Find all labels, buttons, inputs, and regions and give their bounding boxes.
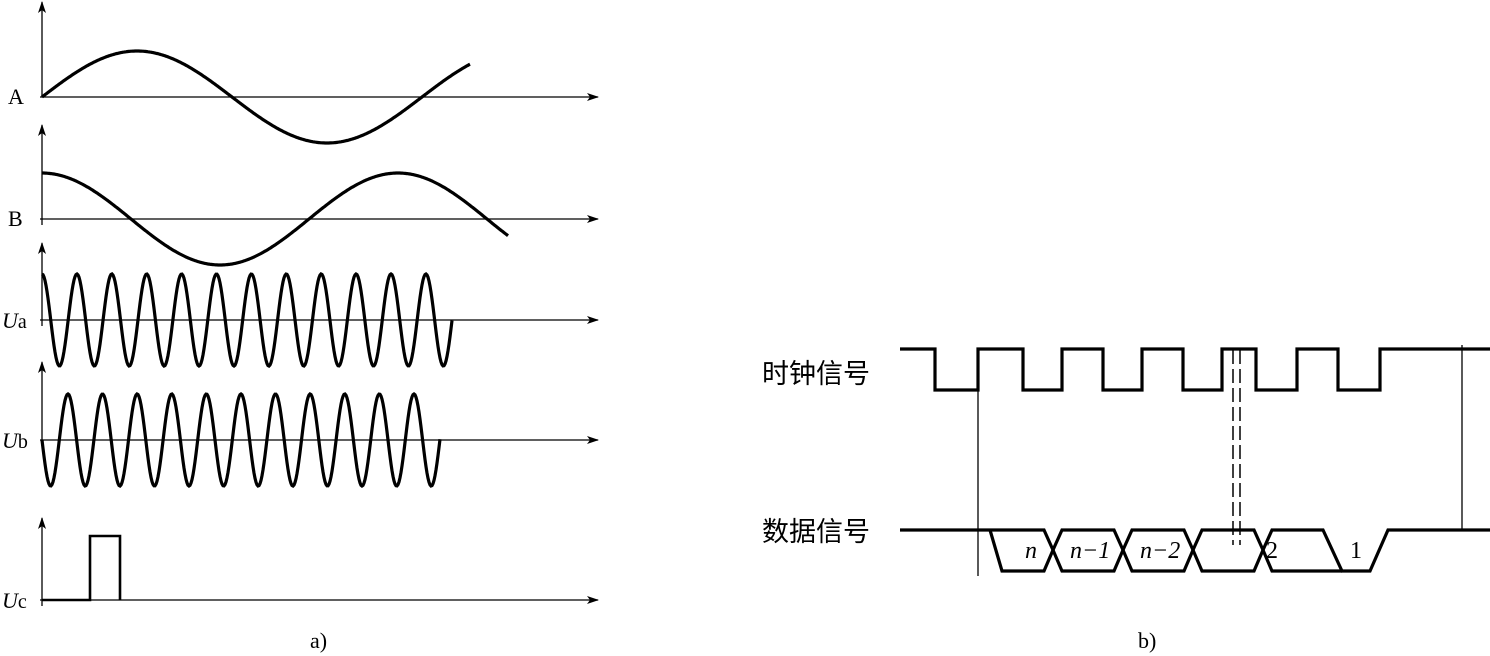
data-cell-1: 1	[1350, 538, 1362, 564]
clock-signal-label: 时钟信号	[762, 359, 870, 389]
panel-a-axes	[38, 1, 599, 606]
caption-b: b)	[1138, 628, 1156, 653]
signal-ub-waveform	[40, 392, 442, 488]
clock-waveform	[900, 347, 1490, 392]
signal-label-ub: Ub	[2, 428, 28, 453]
signal-ua-waveform	[41, 272, 454, 368]
signal-label-b: B	[8, 206, 23, 231]
data-bus-waveform	[900, 528, 1490, 573]
data-cell-n-1: n−1	[1070, 538, 1110, 564]
data-cell-2: 2	[1266, 538, 1278, 564]
panel-a-waveforms	[40, 49, 509, 602]
signal-a-waveform	[41, 49, 471, 145]
signal-label-uc: Uc	[2, 588, 27, 613]
caption-a: a)	[310, 628, 327, 653]
data-cell-n-2: n−2	[1140, 538, 1180, 564]
signal-uc-pulse	[42, 534, 122, 602]
signal-label-ua: Ua	[2, 308, 27, 333]
signal-b-waveform	[42, 171, 509, 267]
signal-label-a: A	[8, 84, 24, 109]
data-signal-label: 数据信号	[762, 517, 870, 547]
data-cell-n: n	[1025, 538, 1037, 564]
